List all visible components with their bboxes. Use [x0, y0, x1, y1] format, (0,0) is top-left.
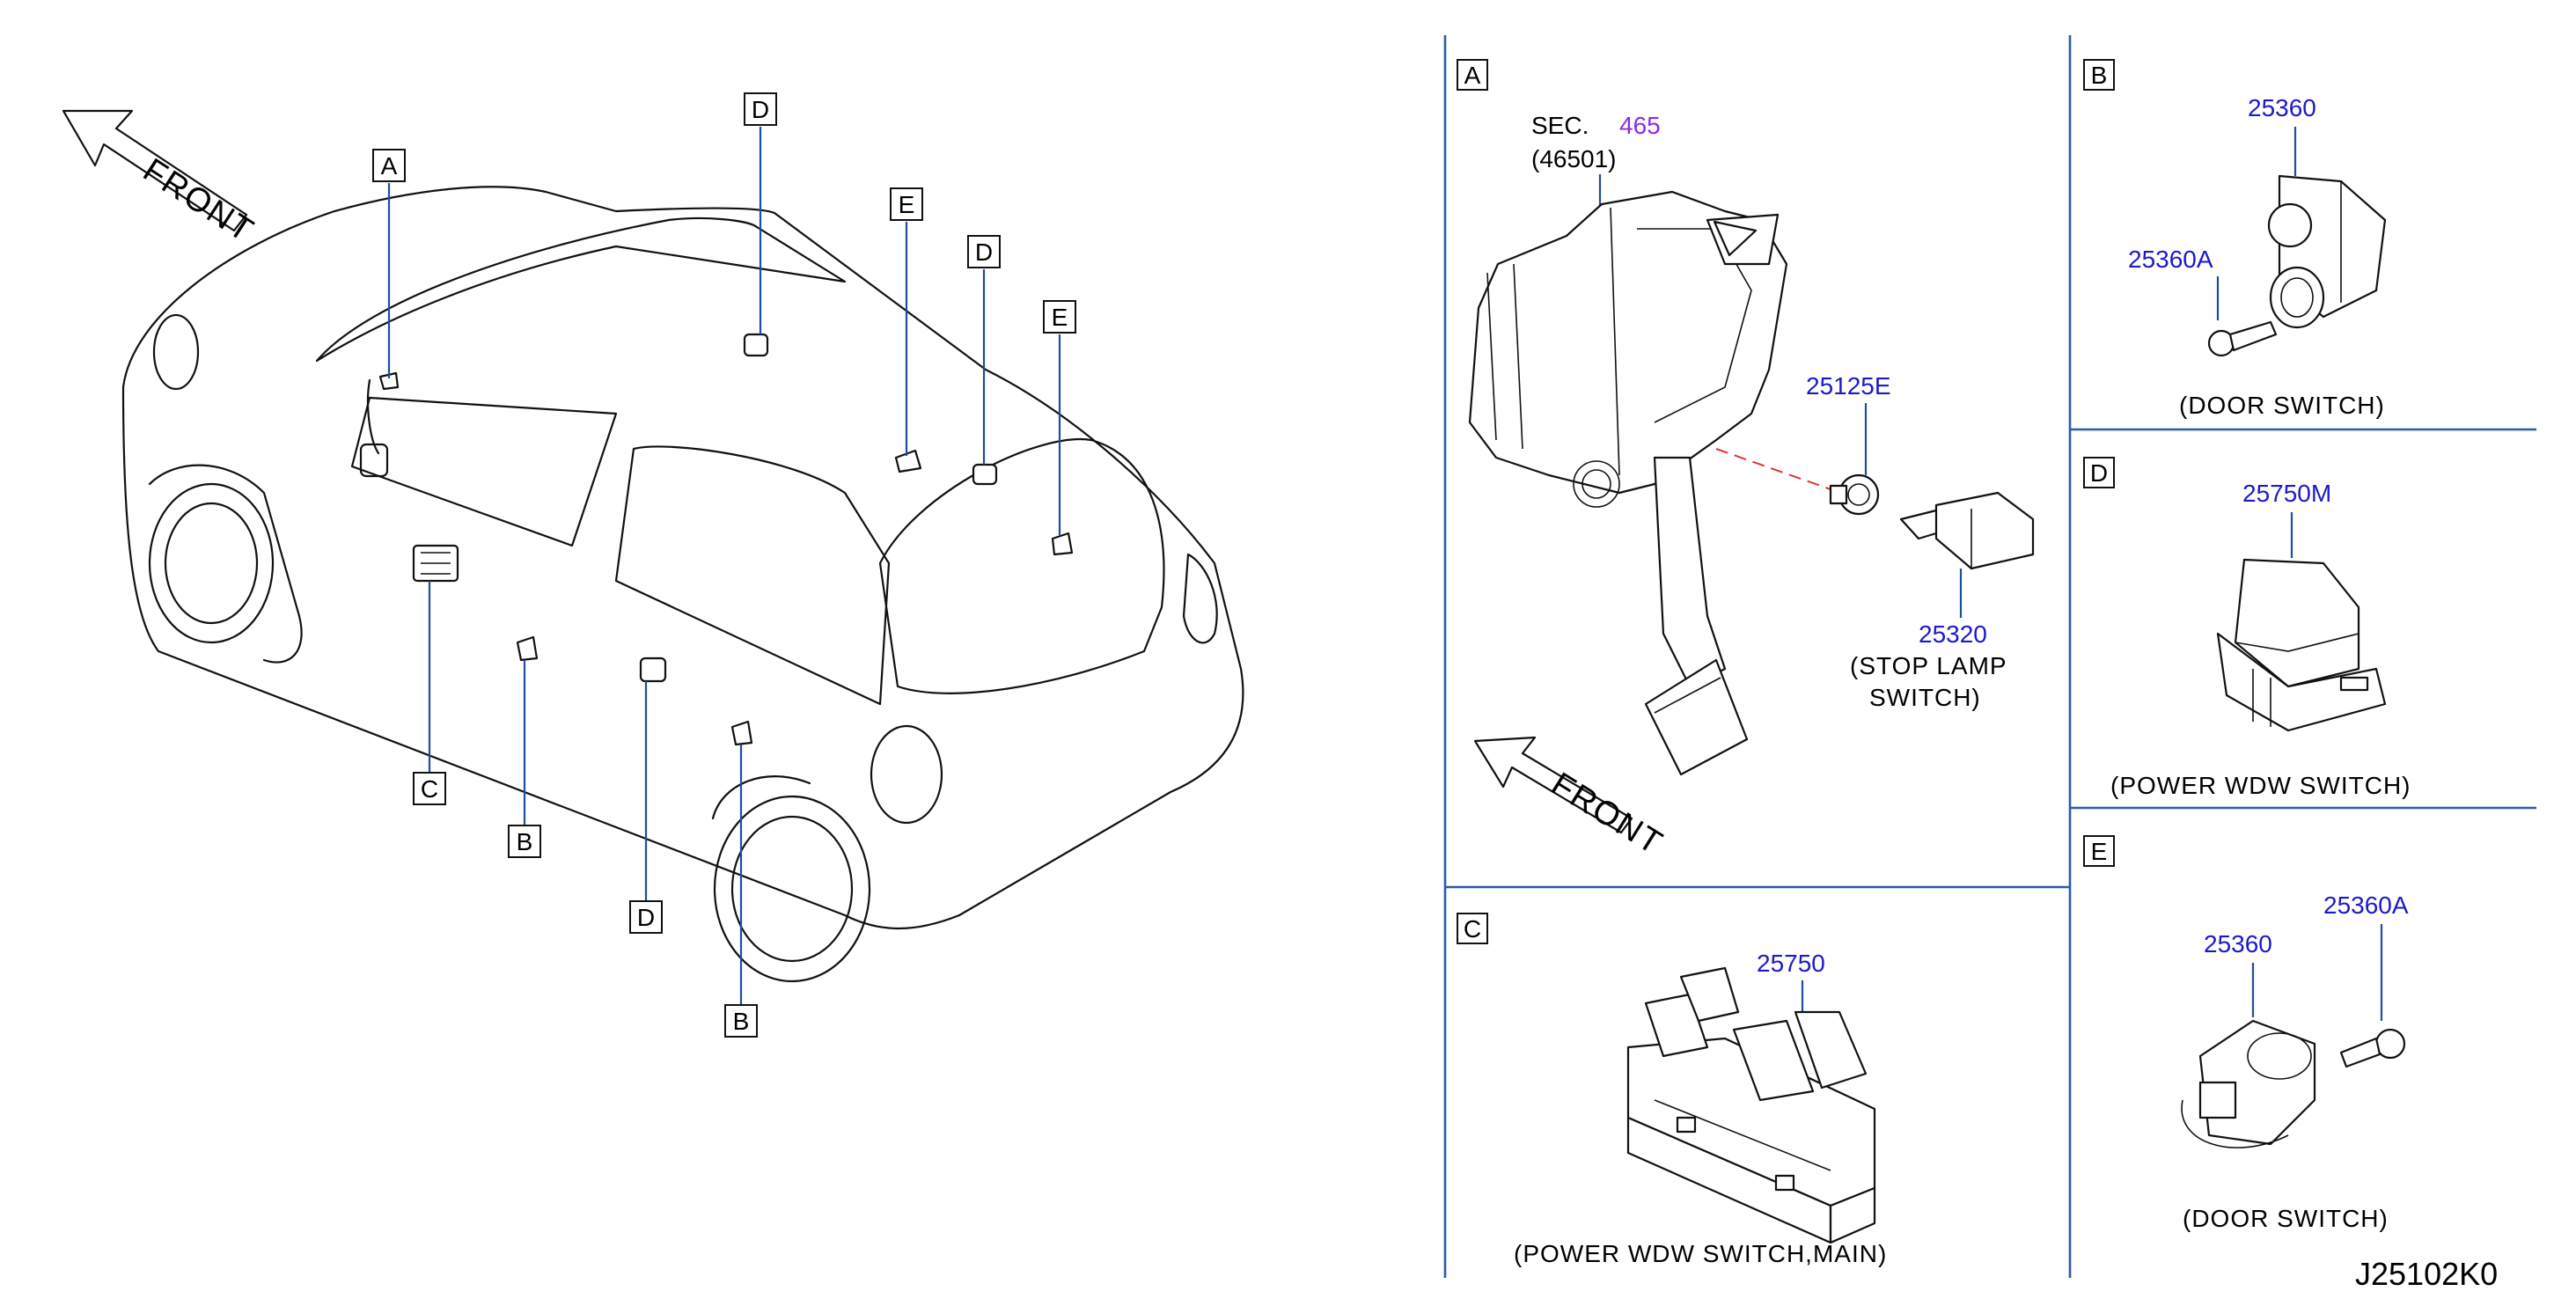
section-number: 465 — [1619, 112, 1661, 139]
part-number-25360-b: 25360 — [2248, 94, 2316, 121]
panel-c-main-window-switch: C 25750 (POWER WDW SWITCH,MAIN) — [1457, 913, 1887, 1267]
front-arrow-icon — [62, 109, 248, 232]
stop-lamp-caption-2: SWITCH) — [1869, 684, 1981, 711]
part-number-25125e: 25125E — [1806, 372, 1891, 400]
callout-box-d-rear: D — [967, 235, 1001, 268]
part-number-25360a-e: 25360A — [2323, 891, 2409, 919]
stop-lamp-switch — [1899, 491, 2035, 570]
part-number-25750m: 25750M — [2242, 480, 2331, 507]
svg-text:D: D — [637, 904, 655, 931]
clip-part — [1829, 473, 1880, 516]
panel-e-letter: E — [2091, 838, 2108, 865]
overview-front-label: FRONT — [136, 151, 261, 250]
car-part-markers — [378, 333, 1074, 746]
callout-box-e-rear: E — [1043, 300, 1076, 334]
callout-box-d-roof: D — [744, 92, 777, 126]
svg-text:A: A — [381, 152, 398, 180]
window-switch-d-caption: (POWER WDW SWITCH) — [2110, 772, 2411, 799]
main-window-switch — [1626, 966, 1876, 1244]
panel-a-letter: A — [1464, 62, 1481, 89]
part-number-25360-e: 25360 — [2204, 930, 2272, 957]
screw-b — [2207, 320, 2278, 357]
svg-text:B: B — [517, 828, 533, 855]
pedal-assembly — [1468, 190, 1788, 776]
screw-e — [2339, 1028, 2406, 1068]
svg-text:B: B — [733, 1008, 750, 1035]
svg-text:D: D — [752, 96, 769, 123]
panel-dividers — [1443, 35, 2536, 1278]
door-switch-b-caption: (DOOR SWITCH) — [2179, 392, 2385, 419]
door-switch-e — [2181, 1019, 2316, 1148]
panel-d-letter: D — [2090, 459, 2108, 487]
callout-box-c: C — [413, 772, 446, 805]
alignment-line — [1715, 448, 1831, 490]
svg-text:C: C — [421, 775, 438, 803]
stop-lamp-caption-1: (STOP LAMP — [1850, 652, 2007, 679]
panel-b-letter: B — [2091, 62, 2108, 89]
part-number-25750: 25750 — [1757, 950, 1825, 977]
part-number-25360a-b: 25360A — [2128, 246, 2213, 273]
window-switch-d — [2216, 558, 2387, 732]
vehicle-overview: FRONT — [62, 92, 1244, 1038]
panel-a-front-arrow-icon — [1473, 736, 1633, 834]
diagram-id: J25102K0 — [2355, 1256, 2498, 1292]
callout-box-e-roof: E — [890, 187, 923, 221]
door-switch-b — [2267, 174, 2387, 329]
overview-leaders — [387, 127, 1061, 1005]
panel-a-stop-lamp: A SEC. 465 (46501) 25125E — [1457, 59, 2035, 862]
panel-a-front-label: FRONT — [1545, 766, 1670, 862]
panel-c-letter: C — [1464, 915, 1481, 943]
door-switch-e-caption: (DOOR SWITCH) — [2183, 1205, 2389, 1232]
section-prefix: SEC. — [1531, 112, 1589, 139]
panel-e-door-switch: E 25360 25360A (DOOR SWITCH) — [2083, 835, 2409, 1232]
callout-box-a: A — [372, 149, 406, 182]
section-sub: (46501) — [1531, 145, 1617, 172]
callout-box-b-front: B — [508, 825, 541, 858]
svg-text:E: E — [1052, 304, 1068, 331]
svg-text:E: E — [899, 191, 915, 218]
main-window-switch-caption: (POWER WDW SWITCH,MAIN) — [1514, 1240, 1887, 1267]
part-number-25320: 25320 — [1919, 620, 1987, 648]
svg-text:D: D — [975, 238, 993, 266]
panel-d-power-window-switch: D 25750M (POWER WDW SWITCH) — [2083, 457, 2411, 799]
callout-box-d-side: D — [629, 900, 663, 934]
panel-b-door-switch: B 25360 25360A (DOOR SWITCH) — [2083, 59, 2387, 419]
callout-box-b-rear: B — [724, 1004, 758, 1038]
